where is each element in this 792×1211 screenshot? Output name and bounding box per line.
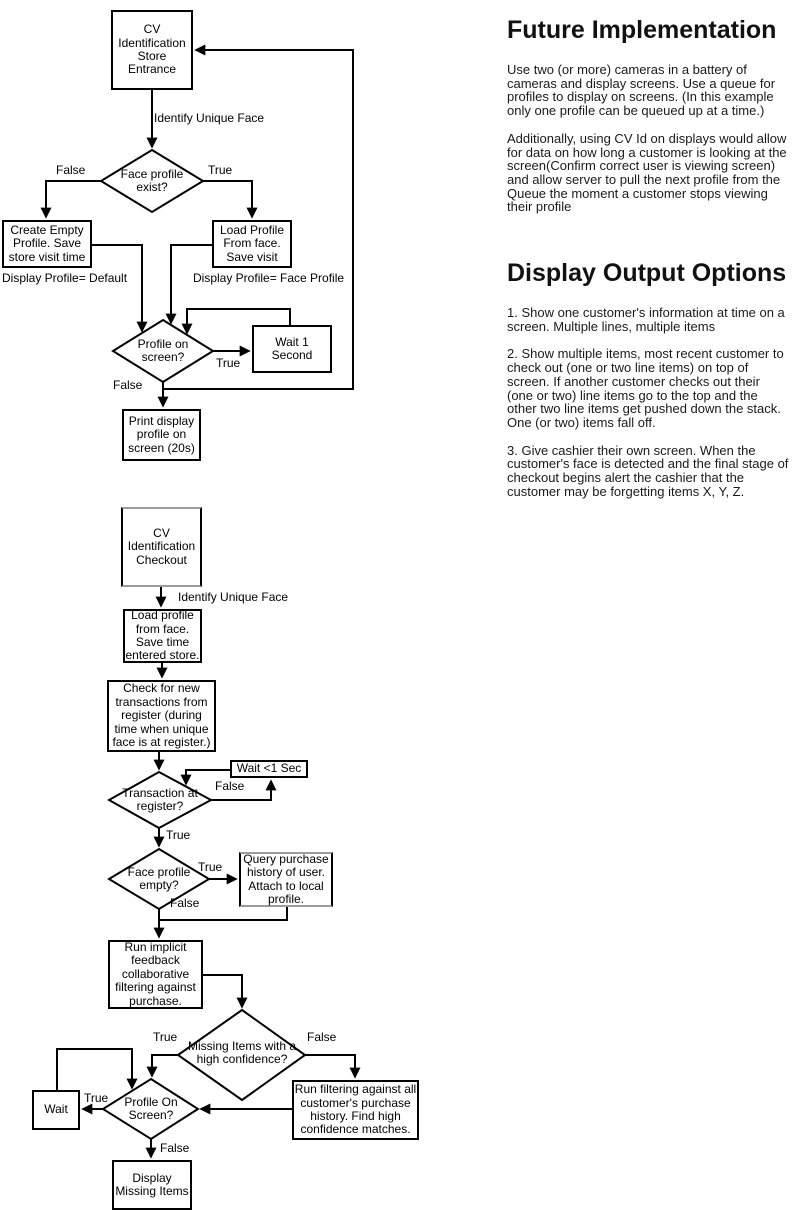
node-wait: Wait <box>32 1090 80 1130</box>
paragraph-option-2: 2. Show multiple items, most recent cust… <box>507 346 784 430</box>
edge-label-true-profile: True <box>84 1091 109 1105</box>
edge-label-identify-unique-face-2: Identify Unique Face <box>178 590 289 604</box>
edge-query-merge <box>159 907 288 921</box>
node-run-implicit-filtering: Run implicit feedback collaborative filt… <box>108 940 203 1009</box>
edge-transaction-false <box>211 779 277 801</box>
node-print-display-profile: Print display profile on screen (20s) <box>122 409 201 461</box>
diamond-label-profile-on-screen-2: Profile On Screen? <box>124 1094 178 1122</box>
node-load-profile-face: Load Profile From face. Save visit <box>212 220 292 268</box>
node-wait-lt1-sec: Wait <1 Sec <box>230 760 308 778</box>
edge-load-to-screen <box>165 244 212 325</box>
diamond-label-transaction-at-register: Transaction at register? <box>122 785 198 813</box>
heading-display-output-options: Display Output Options <box>507 259 787 287</box>
edge-label-false-exist: False <box>56 163 86 177</box>
node-load-profile-checkout: Load profile from face. Save time entere… <box>123 608 202 663</box>
edge-wait-loop <box>56 1048 138 1090</box>
diamond-label-face-profile-empty: Face profile empty? <box>127 864 191 892</box>
edge-screen-false-return <box>162 44 354 390</box>
edge-label-false-screen-1: False <box>113 378 143 392</box>
paragraph-option-3: 3. Give cashier their own screen. When t… <box>507 442 789 499</box>
edge-label-identify-unique-face-1: Identify Unique Face <box>154 111 265 125</box>
node-query-purchase-history: Query purchase history of user. Attach t… <box>239 852 333 907</box>
diamond-label-profile-on-screen-1: Profile on screen? <box>137 336 189 364</box>
edge-label-display-profile-default: Display Profile= Default <box>2 271 128 285</box>
diamond-face-profile-exist <box>99 148 205 214</box>
edge-label-false-transaction: False <box>215 779 245 793</box>
diamond-label-missing-items: Missing Items with a high confidence? <box>187 1038 297 1066</box>
edge-exist-true <box>202 180 258 219</box>
edge-exist-false <box>40 180 102 219</box>
diamond-profile-on-screen-2 <box>101 1077 200 1141</box>
edge-waitlt1-loop <box>180 769 230 786</box>
edge-create-to-screen <box>92 244 148 333</box>
diamond-missing-items <box>176 1008 307 1102</box>
edge-label-false-empty: False <box>170 896 200 910</box>
edge-label-true-screen-1: True <box>216 356 241 370</box>
edge-label-true-missing: True <box>153 1030 178 1044</box>
diamond-face-profile-empty <box>107 847 211 911</box>
section-display-output-options: Display Output Options 1. Show one custo… <box>507 259 789 512</box>
edge-label-false-missing: False <box>307 1030 337 1044</box>
paragraph-future-1: Use two (or more) cameras in a battery o… <box>507 62 776 119</box>
edge-label-true-exist: True <box>208 163 233 177</box>
diamond-transaction-at-register <box>106 770 214 830</box>
diamond-label-face-profile-exist: Face profile exist? <box>120 166 184 194</box>
edge-missing-false <box>305 1054 361 1079</box>
edge-label-display-profile-face: Display Profile= Face Profile <box>193 271 345 285</box>
edge-wait1-loop <box>181 308 291 335</box>
edge-label-true-empty: True <box>198 860 223 874</box>
paragraph-future-2: Additionally, using CV Id on displays wo… <box>507 130 787 215</box>
edge-missing-true <box>146 1054 178 1078</box>
heading-future-implementation: Future Implementation <box>507 16 777 44</box>
section-future-implementation: Future Implementation Use two (or more) … <box>507 16 789 228</box>
edge-run-to-missing <box>203 974 248 1009</box>
node-cv-id-checkout: CV Identification Checkout <box>121 507 202 587</box>
paragraph-option-1: 1. Show one customer's information at ti… <box>507 305 785 334</box>
diamond-profile-on-screen-1 <box>111 318 215 384</box>
node-display-missing-items: Display Missing Items <box>112 1160 192 1210</box>
edge-label-false-profile: False <box>160 1141 190 1155</box>
node-check-transactions: Check for new transactions from register… <box>107 680 216 752</box>
node-run-filtering-all: Run filtering against all customer's pur… <box>292 1080 419 1140</box>
node-wait-1-second: Wait 1 Second <box>252 325 332 373</box>
edge-label-true-transaction: True <box>166 828 191 842</box>
node-create-empty-profile: Create Empty Profile. Save store visit t… <box>2 220 92 268</box>
node-cv-id-store-entrance: CV Identification Store Entrance <box>111 10 193 90</box>
